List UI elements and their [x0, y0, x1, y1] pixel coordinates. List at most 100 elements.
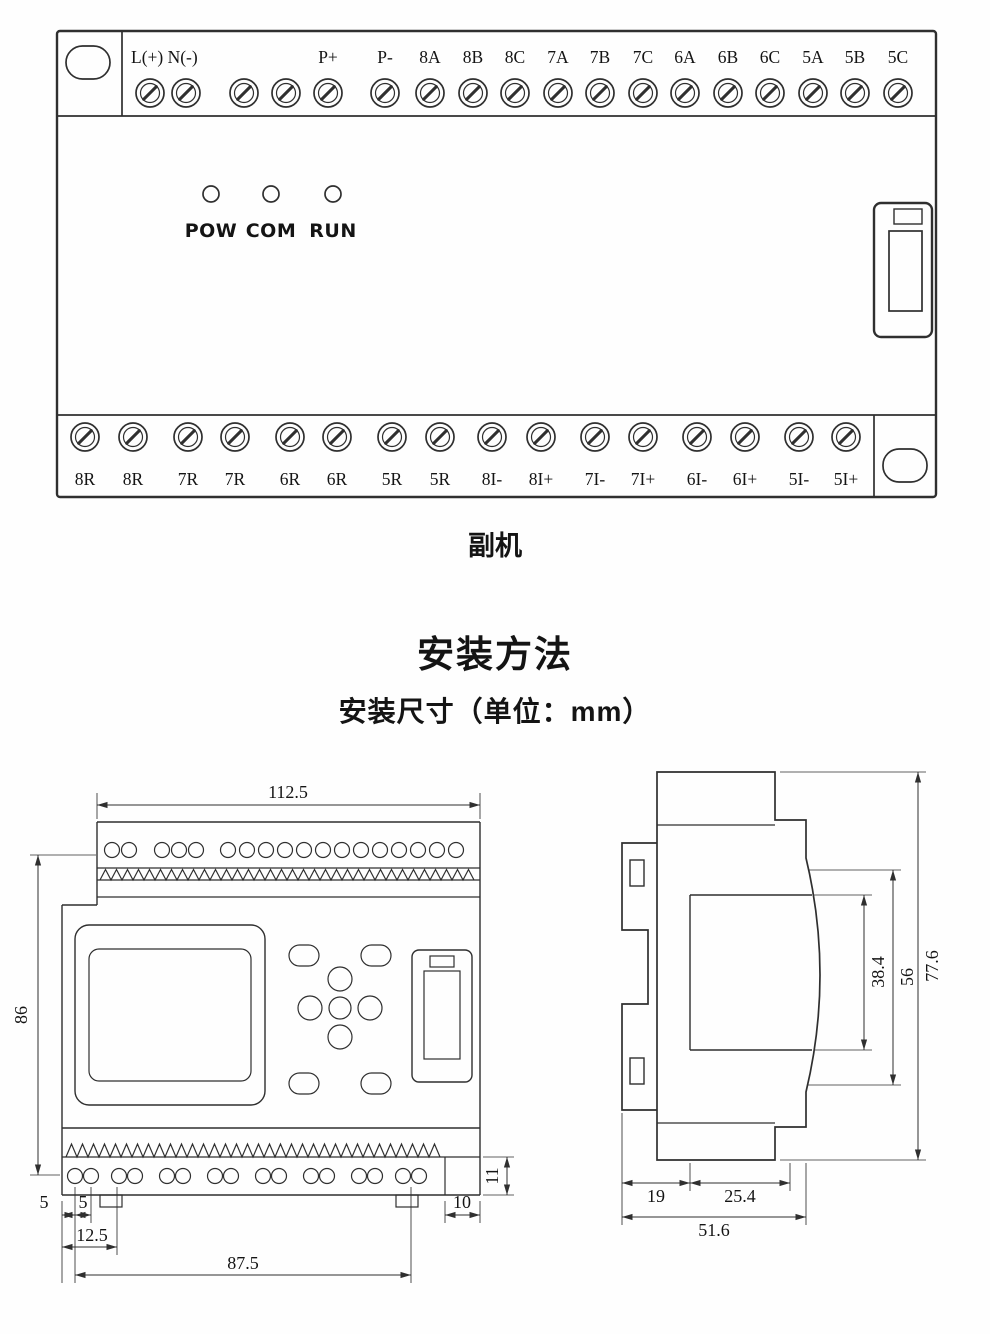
top-terminal-label: 6B — [718, 47, 738, 67]
display-cover — [74, 924, 266, 1106]
terminal-screw — [415, 78, 445, 108]
side-view: 77.6 56 38.4 19 25.4 51.6 — [621, 771, 942, 1240]
top-terminal-label: 7C — [633, 47, 653, 67]
terminal-screw — [135, 78, 165, 108]
led-labels: POW COM RUN — [185, 220, 357, 242]
terminal-hole — [219, 841, 237, 859]
bottom-terminal-label: 7R — [178, 469, 199, 489]
bottom-terminal-label: 7I+ — [631, 469, 656, 489]
pow-led-icon — [202, 185, 220, 203]
terminal-screw — [840, 78, 870, 108]
bottom-terminal-label: 7R — [225, 469, 246, 489]
led-label: RUN — [309, 220, 356, 242]
terminal-hole — [238, 841, 256, 859]
section-subtitle: 安装尺寸（单位：mm） — [338, 696, 652, 727]
bottom-terminal-label: 7I- — [585, 469, 606, 489]
vent-zigzag-bottom — [65, 1142, 441, 1159]
dim-terminal-band: 11 — [482, 1167, 502, 1184]
terminal-hole — [170, 841, 188, 859]
led-label: POW — [185, 220, 238, 242]
display-screen — [88, 948, 252, 1082]
top-terminal-label: 7B — [590, 47, 610, 67]
bottom-terminal-label: 5I+ — [834, 469, 859, 489]
terminal-screw — [798, 78, 828, 108]
terminal-screw — [784, 422, 814, 452]
top-terminal-label: 8B — [463, 47, 483, 67]
button-cluster — [288, 944, 392, 1095]
terminal-screw — [313, 78, 343, 108]
terminal-screw — [585, 78, 615, 108]
terminal-screw — [220, 422, 250, 452]
com-led-icon — [262, 185, 280, 203]
mounting-slot-top-left — [65, 45, 111, 80]
terminal-screw — [543, 78, 573, 108]
dim-overall-height: 86 — [11, 1006, 31, 1024]
terminal-screw — [275, 422, 305, 452]
run-led-icon — [324, 185, 342, 203]
installation-drawings: 112.5 — [11, 771, 942, 1283]
terminal-hole — [447, 841, 465, 859]
top-terminal-label: 8A — [419, 47, 441, 67]
terminal-screw — [173, 422, 203, 452]
top-terminal-label: P- — [377, 47, 393, 67]
terminal-hole — [314, 841, 332, 859]
terminal-screw — [755, 78, 785, 108]
front-port — [411, 949, 473, 1083]
din-clip — [99, 1194, 123, 1208]
terminal-hole — [318, 1167, 336, 1185]
dim-body-height: 56 — [897, 968, 917, 986]
terminal-hole — [276, 841, 294, 859]
dim-hole-pitch: 5 — [79, 1192, 88, 1212]
expansion-port — [872, 201, 934, 339]
terminal-hole — [295, 841, 313, 859]
terminal-hole — [394, 1167, 412, 1185]
bottom-terminal-label: 5R — [382, 469, 403, 489]
terminal-screw — [526, 422, 556, 452]
vent-zigzag-top — [99, 868, 475, 882]
terminal-hole — [82, 1167, 100, 1185]
dim-mid-depth: 25.4 — [724, 1186, 756, 1206]
terminal-hole — [270, 1167, 288, 1185]
dim-overall-depth: 51.6 — [698, 1220, 730, 1240]
clip-window — [629, 1057, 645, 1085]
terminal-screw — [500, 78, 530, 108]
terminal-screw — [425, 422, 455, 452]
terminal-hole — [174, 1167, 192, 1185]
terminal-screw — [458, 78, 488, 108]
terminal-hole — [409, 841, 427, 859]
terminal-screw — [477, 422, 507, 452]
terminal-screw — [580, 422, 610, 452]
terminal-screw — [229, 78, 259, 108]
terminal-hole — [206, 1167, 224, 1185]
terminal-screw — [730, 422, 760, 452]
top-terminal-label: 8C — [505, 47, 525, 67]
top-terminal-label: 5B — [845, 47, 865, 67]
terminal-screw — [682, 422, 712, 452]
terminal-screw — [713, 78, 743, 108]
bottom-terminal-label: 8I+ — [529, 469, 554, 489]
top-terminal-label: 6C — [760, 47, 780, 67]
terminal-hole — [352, 841, 370, 859]
dim-overall-width: 112.5 — [268, 782, 308, 802]
terminal-hole — [350, 1167, 368, 1185]
bottom-terminal-label: 6I- — [687, 469, 708, 489]
front-view: 112.5 — [11, 782, 514, 1283]
terminal-hole — [153, 841, 171, 859]
terminal-hole — [428, 841, 446, 859]
dim-rail-depth: 19 — [647, 1186, 665, 1206]
terminal-hole — [390, 841, 408, 859]
led-label: COM — [246, 220, 297, 242]
dim-edge-to-hole: 5 — [40, 1192, 49, 1212]
terminal-hole — [366, 1167, 384, 1185]
bottom-terminal-label: 8R — [75, 469, 96, 489]
bottom-terminal-label: 6R — [327, 469, 348, 489]
clip-window — [629, 859, 645, 887]
dim-panel-height: 38.4 — [868, 956, 888, 988]
front-bottom-terminal-holes — [66, 1167, 428, 1185]
device-outline — [55, 29, 938, 499]
front-top-terminal-holes — [103, 841, 465, 859]
section-title: 安装方法 — [417, 634, 573, 675]
